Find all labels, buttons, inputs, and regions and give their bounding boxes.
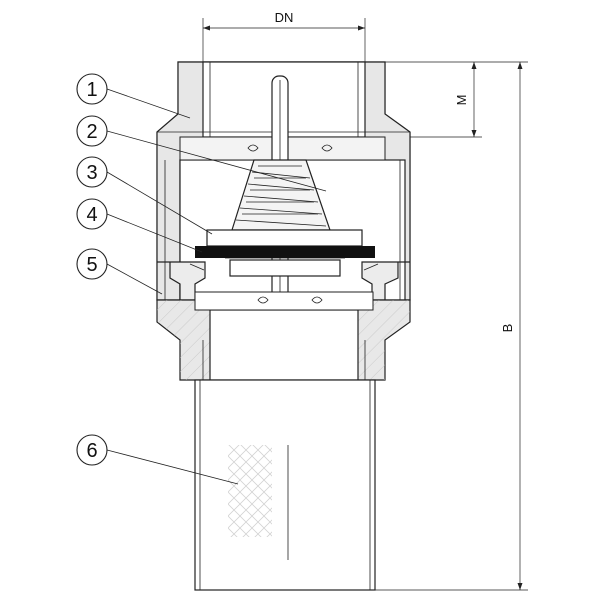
- svg-text:3: 3: [86, 162, 97, 184]
- svg-text:2: 2: [86, 121, 97, 143]
- lower-housing: [156, 291, 411, 381]
- dn-dimension: DN: [202, 10, 366, 62]
- callout-4: 4: [76, 198, 203, 253]
- b-label: B: [500, 324, 515, 333]
- callout-3: 3: [76, 156, 213, 235]
- dn-label: DN: [275, 10, 294, 25]
- m-dimension: M: [385, 61, 482, 138]
- m-label: M: [454, 95, 469, 106]
- callout-6: 6: [76, 434, 239, 485]
- svg-text:5: 5: [86, 254, 97, 276]
- callout-5: 5: [76, 248, 163, 295]
- strainer-filter: [194, 379, 376, 591]
- b-dimension: B: [375, 61, 528, 591]
- callout-1: 1: [76, 73, 191, 119]
- seal-gasket: [195, 246, 375, 258]
- svg-text:1: 1: [86, 79, 97, 101]
- svg-text:4: 4: [86, 204, 97, 226]
- callout-2: 2: [76, 115, 327, 192]
- svg-text:6: 6: [86, 440, 97, 462]
